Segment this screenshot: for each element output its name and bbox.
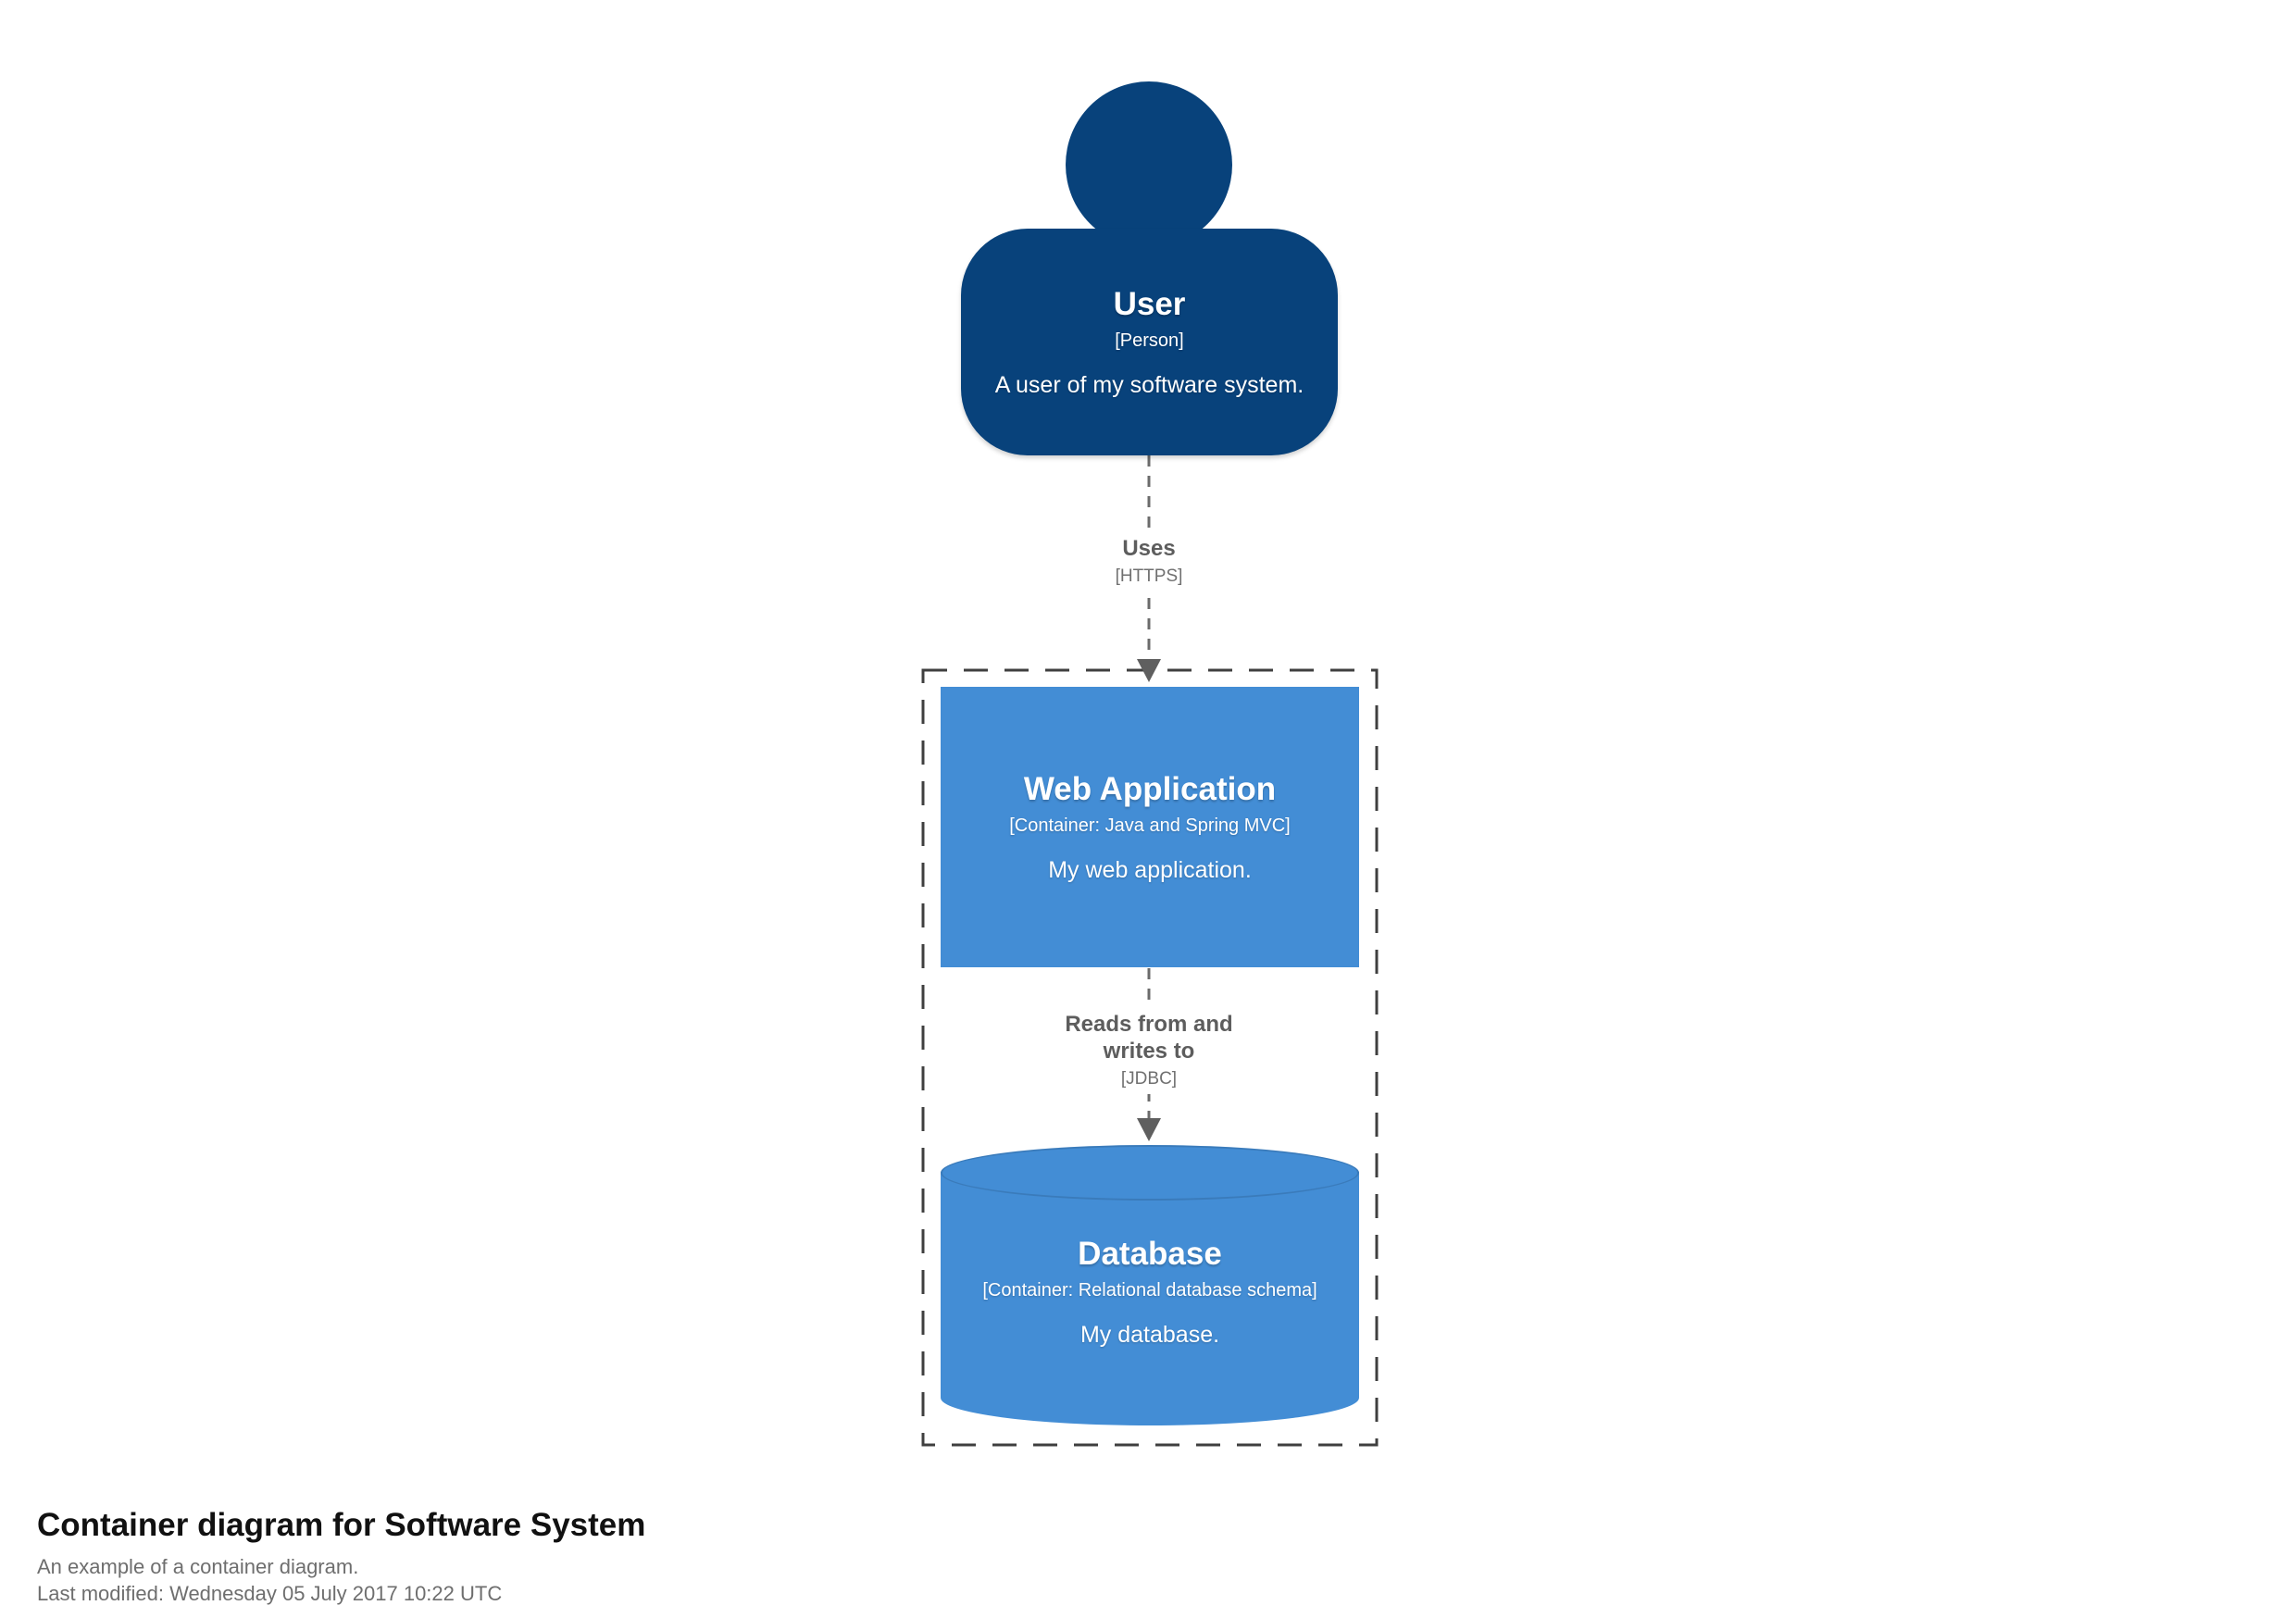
- diagram-subtitle: An example of a container diagram.: [37, 1555, 359, 1578]
- container-database: Database [Container: Relational database…: [941, 1145, 1359, 1425]
- relationship-text: Uses: [1122, 536, 1176, 561]
- container-description: My database.: [1079, 1322, 1220, 1348]
- container-meta: [Container: Java and Spring MVC]: [1009, 815, 1291, 836]
- person-description: A user of my software system.: [994, 372, 1304, 398]
- arrowhead-reads-writes-icon: [1137, 1118, 1161, 1141]
- relationship-text: Reads from and writes to: [1065, 1012, 1233, 1064]
- person-name: User: [1113, 286, 1186, 322]
- diagram-title: Container diagram for Software System: [37, 1507, 646, 1543]
- relationship-technology: [JDBC]: [1120, 1069, 1178, 1089]
- container-meta: [Container: Relational database schema]: [982, 1280, 1317, 1301]
- relationship-technology: [HTTPS]: [1115, 566, 1183, 586]
- database-cylinder-body: [941, 1172, 1359, 1398]
- database-cylinder-inner-arc: [941, 1145, 1359, 1201]
- relationship-label-reads-writes: Reads from and writes to [JDBC]: [1040, 1007, 1258, 1094]
- diagram-last-modified: Last modified: Wednesday 05 July 2017 10…: [37, 1582, 503, 1605]
- container-name: Database: [1078, 1236, 1222, 1272]
- person-head-icon: [1066, 81, 1232, 248]
- relationship-label-uses: Uses [HTTPS]: [1105, 531, 1192, 591]
- container-name: Web Application: [1023, 771, 1277, 807]
- arrowhead-uses-icon: [1137, 659, 1161, 682]
- diagram-footer: Container diagram for Software System An…: [37, 1505, 645, 1607]
- container-description: My web application.: [1048, 857, 1252, 883]
- person-meta: [Person]: [1115, 330, 1184, 351]
- container-web-application: Web Application [Container: Java and Spr…: [941, 687, 1359, 967]
- person-user: User [Person] A user of my software syst…: [961, 229, 1338, 455]
